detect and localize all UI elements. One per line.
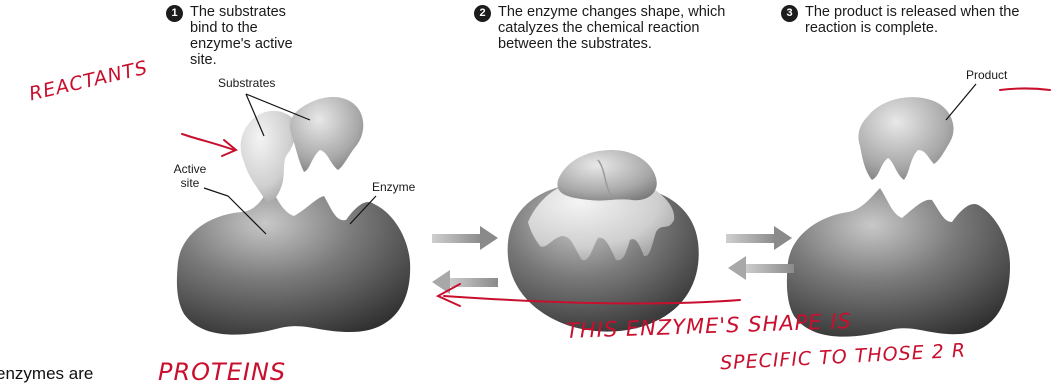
step-3-number: 3: [781, 5, 798, 22]
forward-arrow-2: [726, 226, 792, 250]
step-1-number: 1: [166, 5, 183, 22]
product-shape: [858, 97, 953, 180]
step-2-text: The enzyme changes shape, which catalyze…: [474, 4, 728, 52]
step-2-number: 2: [474, 5, 491, 22]
step-3-text: The product is released when the reactio…: [781, 4, 1047, 36]
reverse-arrow-1: [432, 270, 498, 294]
step-2: 2 The enzyme changes shape, which cataly…: [474, 4, 728, 52]
reverse-arrow-2: [728, 256, 794, 280]
enzyme-shape-1: [177, 186, 410, 335]
label-substrates: Substrates: [218, 76, 275, 90]
substrate-left: [241, 111, 296, 202]
step-1: 1 The substrates bind to the enzyme's ac…: [166, 4, 316, 68]
label-active-site: Active site: [168, 162, 212, 190]
bottom-text: enzymes are: [0, 364, 93, 384]
handwritten-proteins: PROTEINS: [158, 358, 286, 386]
forward-arrow-1: [432, 226, 498, 250]
step-3: 3 The product is released when the react…: [781, 4, 1047, 36]
label-product: Product: [966, 68, 1007, 82]
bound-substrates-top: [557, 150, 656, 201]
substrate-right: [290, 97, 363, 172]
step-1-text: The substrates bind to the enzyme's acti…: [166, 4, 316, 68]
label-enzyme: Enzyme: [372, 180, 415, 194]
